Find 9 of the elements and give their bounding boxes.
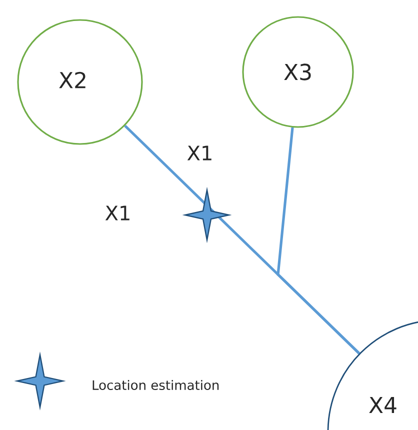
label: X1 <box>105 206 130 220</box>
legend-text: Location estimation <box>92 380 219 390</box>
label: X1 <box>187 146 212 160</box>
node-label: X2 <box>59 72 86 88</box>
line <box>276 127 360 354</box>
circle <box>17 19 143 145</box>
node-label: X4 <box>369 396 396 414</box>
circle <box>242 16 354 128</box>
node-label: X3 <box>284 64 311 80</box>
